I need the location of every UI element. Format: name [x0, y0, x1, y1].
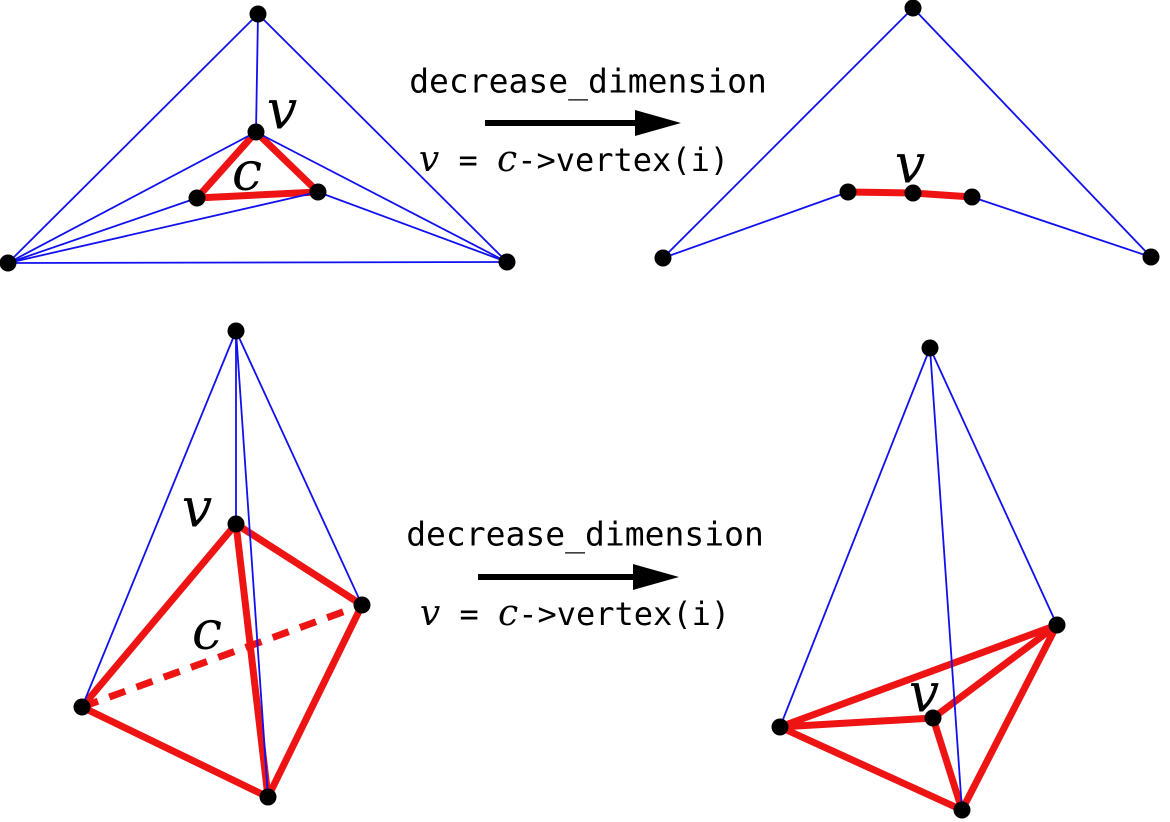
- triangulation-edge: [7, 191, 319, 264]
- vertex-dot-rm: [963, 188, 981, 206]
- highlighted-cell-edge: [778, 723, 964, 814]
- code-text: ->vertex(i): [518, 595, 731, 633]
- triangulation-edge: [929, 347, 963, 811]
- math-variable: v: [418, 139, 440, 180]
- vertex-label-v: v: [267, 79, 298, 142]
- highlighted-cell-edge: [264, 603, 366, 799]
- vertex-dot-br: [1142, 248, 1160, 266]
- highlighted-cell-edge: [194, 129, 259, 201]
- triangulation-edge: [255, 13, 259, 133]
- vertex-dot-bl: [654, 249, 672, 267]
- function-name-bottom: decrease_dimension: [406, 514, 764, 554]
- highlighted-cell-edge: [958, 623, 1061, 812]
- vertex-dot-r: [309, 183, 327, 201]
- code-text: =: [440, 595, 499, 633]
- triangulation-edge: [7, 261, 508, 264]
- highlighted-cell-edge: [778, 621, 1059, 731]
- 2d-triangulation-after: v: [771, 339, 1066, 819]
- code-text: ->vertex(i): [517, 141, 730, 179]
- hidden-cell-edge: [80, 601, 364, 711]
- vertex-dot-l: [771, 718, 789, 736]
- vertex-dot-r: [353, 596, 371, 614]
- vertex-label-v: v: [895, 133, 926, 196]
- triangulation-edge: [257, 13, 508, 263]
- vertex-dot-l: [73, 698, 91, 716]
- vertex-label-c: c: [192, 599, 222, 662]
- assignment-code-top: v = c->vertex(i): [419, 142, 729, 178]
- vertex-label-c: c: [232, 140, 262, 203]
- math-variable: v: [419, 593, 441, 634]
- vertex-dot-l: [188, 189, 206, 207]
- highlighted-cell-edge: [196, 188, 319, 202]
- vertex-dot-r: [1048, 616, 1066, 634]
- vertex-label-v: v: [909, 662, 940, 725]
- highlighted-cell-edge: [80, 703, 270, 801]
- vertex-dot-b: [953, 801, 971, 819]
- highlighted-cell-edge: [79, 521, 239, 710]
- vertex-dot-apex: [921, 339, 939, 357]
- highlighted-cell-edge: [232, 523, 272, 798]
- highlighted-cell-edge: [234, 521, 364, 608]
- vertex-dot-lm: [839, 183, 857, 201]
- function-name-top: decrease_dimension: [409, 61, 767, 101]
- triangulation-edge: [7, 13, 259, 264]
- highlighted-cell-edge: [912, 189, 973, 201]
- triangulation-edge: [81, 330, 237, 708]
- triangulation-edge: [255, 131, 508, 263]
- transition-arrow-0: [485, 110, 681, 136]
- triangulation-edge: [235, 330, 363, 606]
- triangulation-edge: [7, 131, 257, 264]
- vertex-dot-apex: [227, 322, 245, 340]
- vertex-dot-apex: [904, 0, 922, 17]
- code-text: =: [439, 141, 498, 179]
- highlighted-cell-edge: [847, 188, 914, 197]
- vertex-dot-b: [259, 788, 277, 806]
- triangulation-edge: [662, 191, 849, 259]
- math-variable: c: [498, 593, 519, 634]
- triangulation-edge: [971, 196, 1152, 258]
- triangulation-edge: [912, 7, 1152, 258]
- triangulation-edge: [929, 347, 1058, 626]
- highlighted-cell-edge: [779, 714, 934, 731]
- vertex-dot-v: [924, 709, 942, 727]
- highlighted-cell-edge: [929, 716, 966, 812]
- triangulation-edge: [7, 197, 198, 264]
- vertex-dot-v: [247, 123, 265, 141]
- vertex-dot-bl: [0, 254, 17, 272]
- vertex-dot-v: [227, 515, 245, 533]
- vertex-label-v: v: [182, 477, 213, 540]
- vertex-dot-br: [498, 253, 516, 271]
- arrow-head: [633, 564, 679, 590]
- 3d-triangulation-before: vc: [73, 322, 371, 806]
- triangulation-edge: [235, 330, 269, 798]
- triangulation-edge: [662, 7, 914, 259]
- math-variable: c: [497, 139, 518, 180]
- 2d-triangulation-before: vc: [0, 5, 516, 272]
- vertex-dot-v: [904, 184, 922, 202]
- 1d-triangulation-after: v: [654, 0, 1160, 267]
- transition-arrow-1: [478, 564, 679, 590]
- triangulation-edge: [317, 191, 508, 263]
- assignment-code-bottom: v = c->vertex(i): [420, 596, 730, 632]
- triangulation-edge: [779, 347, 931, 728]
- vertex-dot-apex: [249, 5, 267, 23]
- highlighted-cell-edge: [253, 129, 321, 195]
- arrow-head: [635, 110, 681, 136]
